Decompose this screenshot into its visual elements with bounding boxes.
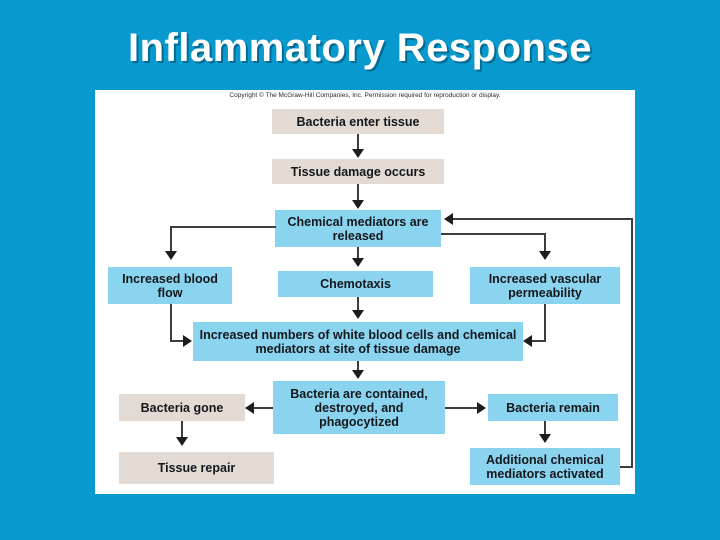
edge-mediators-to-chemotaxis-arrow	[352, 258, 364, 267]
edge-chemotaxis-to-wbc-arrow	[352, 310, 364, 319]
node-chemical-mediators-released: Chemical mediators are released	[275, 210, 441, 247]
edge-contained-to-gone-arrow	[245, 402, 254, 414]
node-bacteria-contained: Bacteria are contained, destroyed, and p…	[273, 381, 445, 434]
node-additional-mediators-activated: Additional chemical mediators activated	[470, 448, 620, 485]
edge-gone-to-repair-line	[181, 421, 183, 439]
edge-mediators-to-permeability-arrow	[539, 251, 551, 260]
edge-mediators-to-chemotaxis-line	[357, 247, 359, 259]
edge-permeability-to-wbc-arrow	[523, 335, 532, 347]
node-chemotaxis: Chemotaxis	[278, 271, 433, 297]
edge-enter-to-damage-arrow	[352, 149, 364, 158]
edge-permeability-to-wbc-vertical	[544, 304, 546, 342]
node-increased-vascular-permeability: Increased vascular permeability	[470, 267, 620, 304]
edge-wbc-to-contained-arrow	[352, 370, 364, 379]
edge-feedback-right-vertical	[631, 218, 633, 468]
node-increased-blood-flow: Increased blood flow	[108, 267, 232, 304]
edge-bloodflow-to-wbc-horizontal	[170, 340, 184, 342]
edge-mediators-to-permeability-horizontal	[441, 233, 546, 235]
edge-contained-to-remain-line	[445, 407, 478, 409]
edge-contained-to-gone-line	[254, 407, 273, 409]
edge-remain-to-additional-arrow	[539, 434, 551, 443]
edge-feedback-bottom-horizontal	[620, 466, 633, 468]
node-increased-wbc-mediators: Increased numbers of white blood cells a…	[193, 322, 523, 361]
node-bacteria-gone: Bacteria gone	[119, 394, 245, 421]
edge-feedback-top-horizontal	[453, 218, 633, 220]
node-bacteria-remain: Bacteria remain	[488, 394, 618, 421]
node-bacteria-enter-tissue: Bacteria enter tissue	[272, 109, 444, 134]
edge-permeability-to-wbc-horizontal	[532, 340, 546, 342]
edge-mediators-to-bloodflow-arrow	[165, 251, 177, 260]
edge-damage-to-mediators-line	[357, 184, 359, 201]
edge-mediators-to-bloodflow-vertical	[170, 226, 172, 253]
edge-contained-to-remain-arrow	[477, 402, 486, 414]
edge-damage-to-mediators-arrow	[352, 200, 364, 209]
flowchart-figure: Copyright © The McGraw-Hill Companies, I…	[95, 90, 635, 494]
edge-bloodflow-to-wbc-arrow	[183, 335, 192, 347]
node-tissue-repair: Tissue repair	[119, 452, 274, 484]
edge-enter-to-damage-line	[357, 134, 359, 151]
edge-remain-to-additional-line	[544, 421, 546, 437]
edge-wbc-to-contained-line	[357, 361, 359, 372]
edge-bloodflow-to-wbc-vertical	[170, 304, 172, 342]
page-title: Inflammatory Response	[128, 26, 592, 70]
edge-mediators-to-bloodflow-horizontal	[170, 226, 276, 228]
copyright-notice: Copyright © The McGraw-Hill Companies, I…	[229, 92, 501, 99]
edge-gone-to-repair-arrow	[176, 437, 188, 446]
edge-chemotaxis-to-wbc-line	[357, 297, 359, 311]
edge-feedback-arrow	[444, 213, 453, 225]
edge-mediators-to-permeability-vertical	[544, 233, 546, 253]
node-tissue-damage-occurs: Tissue damage occurs	[272, 159, 444, 184]
